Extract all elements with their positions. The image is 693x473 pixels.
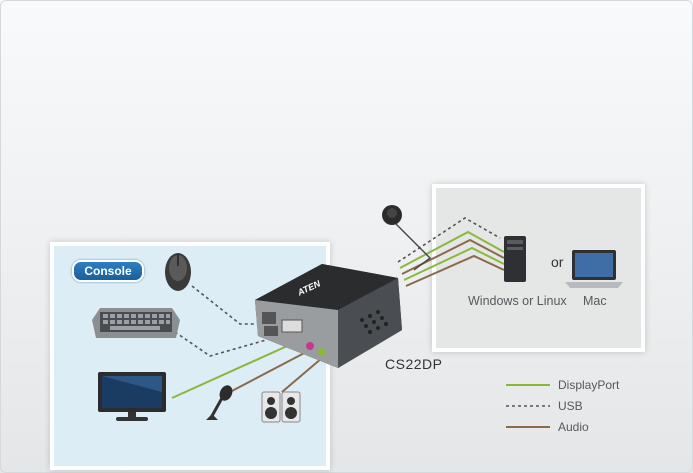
- or-label: or: [551, 254, 564, 270]
- console-badge: Console: [72, 260, 144, 282]
- mouse-icon: [165, 253, 191, 291]
- laptop-icon: [565, 250, 623, 288]
- legend-label-audio: Audio: [558, 420, 589, 434]
- audio-cable-speakers: [281, 357, 323, 393]
- audio-cable-mic: [229, 349, 311, 393]
- device-model-label: CS22DP: [385, 356, 443, 372]
- computer-cables: [395, 217, 505, 287]
- legend-label-displayport: DisplayPort: [558, 378, 620, 392]
- legend: [506, 384, 550, 428]
- microphone-icon: [206, 385, 233, 420]
- displayport-cable-pc-1: [399, 230, 505, 269]
- keyboard-icon: [92, 308, 180, 338]
- monitor-icon: [98, 372, 166, 421]
- console-cables: [171, 285, 323, 399]
- usb-cable-pc-1: [397, 217, 501, 263]
- remote-button-icon: [382, 205, 402, 225]
- mac-label: Mac: [583, 294, 607, 308]
- displayport-cable-pc-2: [403, 246, 505, 281]
- displayport-cable-monitor: [171, 341, 297, 399]
- speakers-icon: [261, 391, 301, 423]
- kvm-switch-icon: [255, 264, 402, 368]
- pc-label: Windows or Linux: [468, 294, 567, 308]
- audio-cable-pc-2: [405, 254, 505, 287]
- console-panel: [50, 242, 330, 470]
- usb-cable-keyboard: [174, 331, 267, 357]
- desktop-pc-icon: [504, 236, 526, 282]
- usb-cable-mouse: [191, 285, 262, 325]
- remote-button-cable: [395, 223, 432, 271]
- legend-label-usb: USB: [558, 399, 583, 413]
